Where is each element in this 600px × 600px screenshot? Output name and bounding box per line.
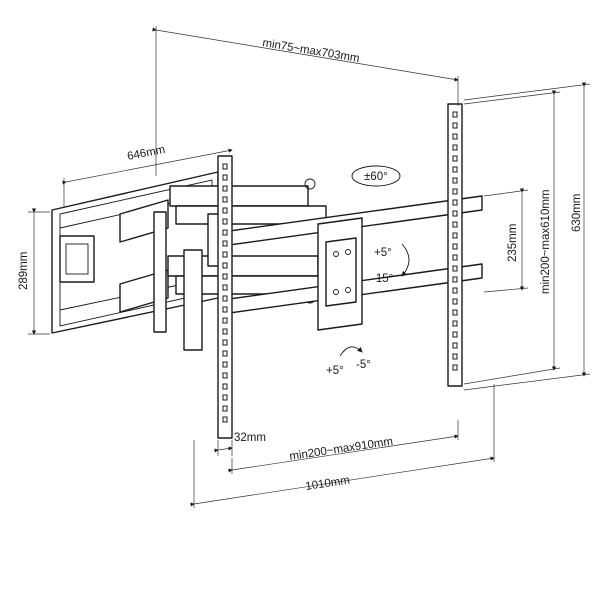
mounting-slot — [452, 221, 458, 228]
tilt-down-label: -15° — [372, 273, 393, 285]
right-tv-bracket — [447, 103, 463, 387]
horizontal-vesa-label: min200~max910mm — [289, 436, 394, 463]
mounting-slot — [222, 240, 228, 247]
tilt-up-label: +5° — [374, 247, 392, 259]
arm-depth-label: 646mm — [126, 144, 166, 163]
mounting-slot — [452, 254, 458, 261]
mounting-slot — [222, 218, 228, 225]
tilt-head-plate — [317, 217, 363, 331]
mounting-slot — [222, 273, 228, 280]
mounting-slot — [222, 163, 228, 170]
mounting-slot — [222, 405, 228, 412]
mounting-slot — [222, 383, 228, 390]
mounting-slot — [222, 284, 228, 291]
rail-width-label: 32mm — [234, 432, 266, 444]
mounting-slot — [222, 361, 228, 368]
mounting-slot — [452, 309, 458, 316]
mounting-slot — [222, 295, 228, 302]
mounting-slot — [452, 199, 458, 206]
tilt-arrow — [401, 243, 410, 277]
mounting-slot — [222, 350, 228, 357]
swivel-arrow — [351, 165, 401, 187]
mounting-slot — [452, 364, 458, 371]
level-plus-label: +5° — [326, 365, 344, 377]
mounting-slot — [452, 144, 458, 151]
vertical-vesa-label: min200~max610mm — [540, 189, 552, 294]
total-width-label: 1010mm — [305, 474, 351, 492]
mounting-slot — [222, 185, 228, 192]
mounting-slot — [222, 207, 228, 214]
top-vesa-label: min75~max703mm — [262, 37, 361, 65]
mounting-slot — [452, 265, 458, 272]
articulating-arms — [119, 178, 327, 351]
swivel-label: ±60° — [364, 171, 388, 183]
total-height-label: 630mm — [571, 194, 583, 232]
rail-spacing-label: 235mm — [507, 224, 519, 262]
mounting-slot — [452, 342, 458, 349]
mounting-slot — [222, 328, 228, 335]
mounting-slot — [452, 155, 458, 162]
mounting-slot — [452, 177, 458, 184]
mounting-slot — [452, 331, 458, 338]
mounting-slot — [452, 210, 458, 217]
left-tv-bracket — [217, 155, 233, 439]
mounting-slot — [452, 122, 458, 129]
dimension-lines — [28, 26, 591, 508]
mounting-slot — [222, 372, 228, 379]
mounting-slot — [452, 166, 458, 173]
mounting-slot — [452, 133, 458, 140]
level-arrow — [339, 346, 363, 357]
mounting-slot — [222, 339, 228, 346]
mounting-slot — [452, 111, 458, 118]
mounting-slot — [452, 243, 458, 250]
wall-height-label: 289mm — [18, 252, 30, 290]
mounting-slot — [452, 232, 458, 239]
mounting-slot — [452, 276, 458, 283]
mounting-slot — [452, 287, 458, 294]
mounting-slot — [452, 320, 458, 327]
mounting-slot — [452, 298, 458, 305]
mounting-slot — [452, 353, 458, 360]
mounting-slot — [222, 174, 228, 181]
mounting-slot — [222, 394, 228, 401]
mounting-slot — [222, 196, 228, 203]
level-minus-label: -5° — [356, 359, 371, 371]
mounting-slot — [222, 306, 228, 313]
mounting-slot — [452, 188, 458, 195]
mounting-slot — [222, 416, 228, 423]
mounting-slot — [222, 317, 228, 324]
mounting-slot — [222, 229, 228, 236]
mounting-slot — [222, 262, 228, 269]
mounting-slot — [222, 251, 228, 258]
